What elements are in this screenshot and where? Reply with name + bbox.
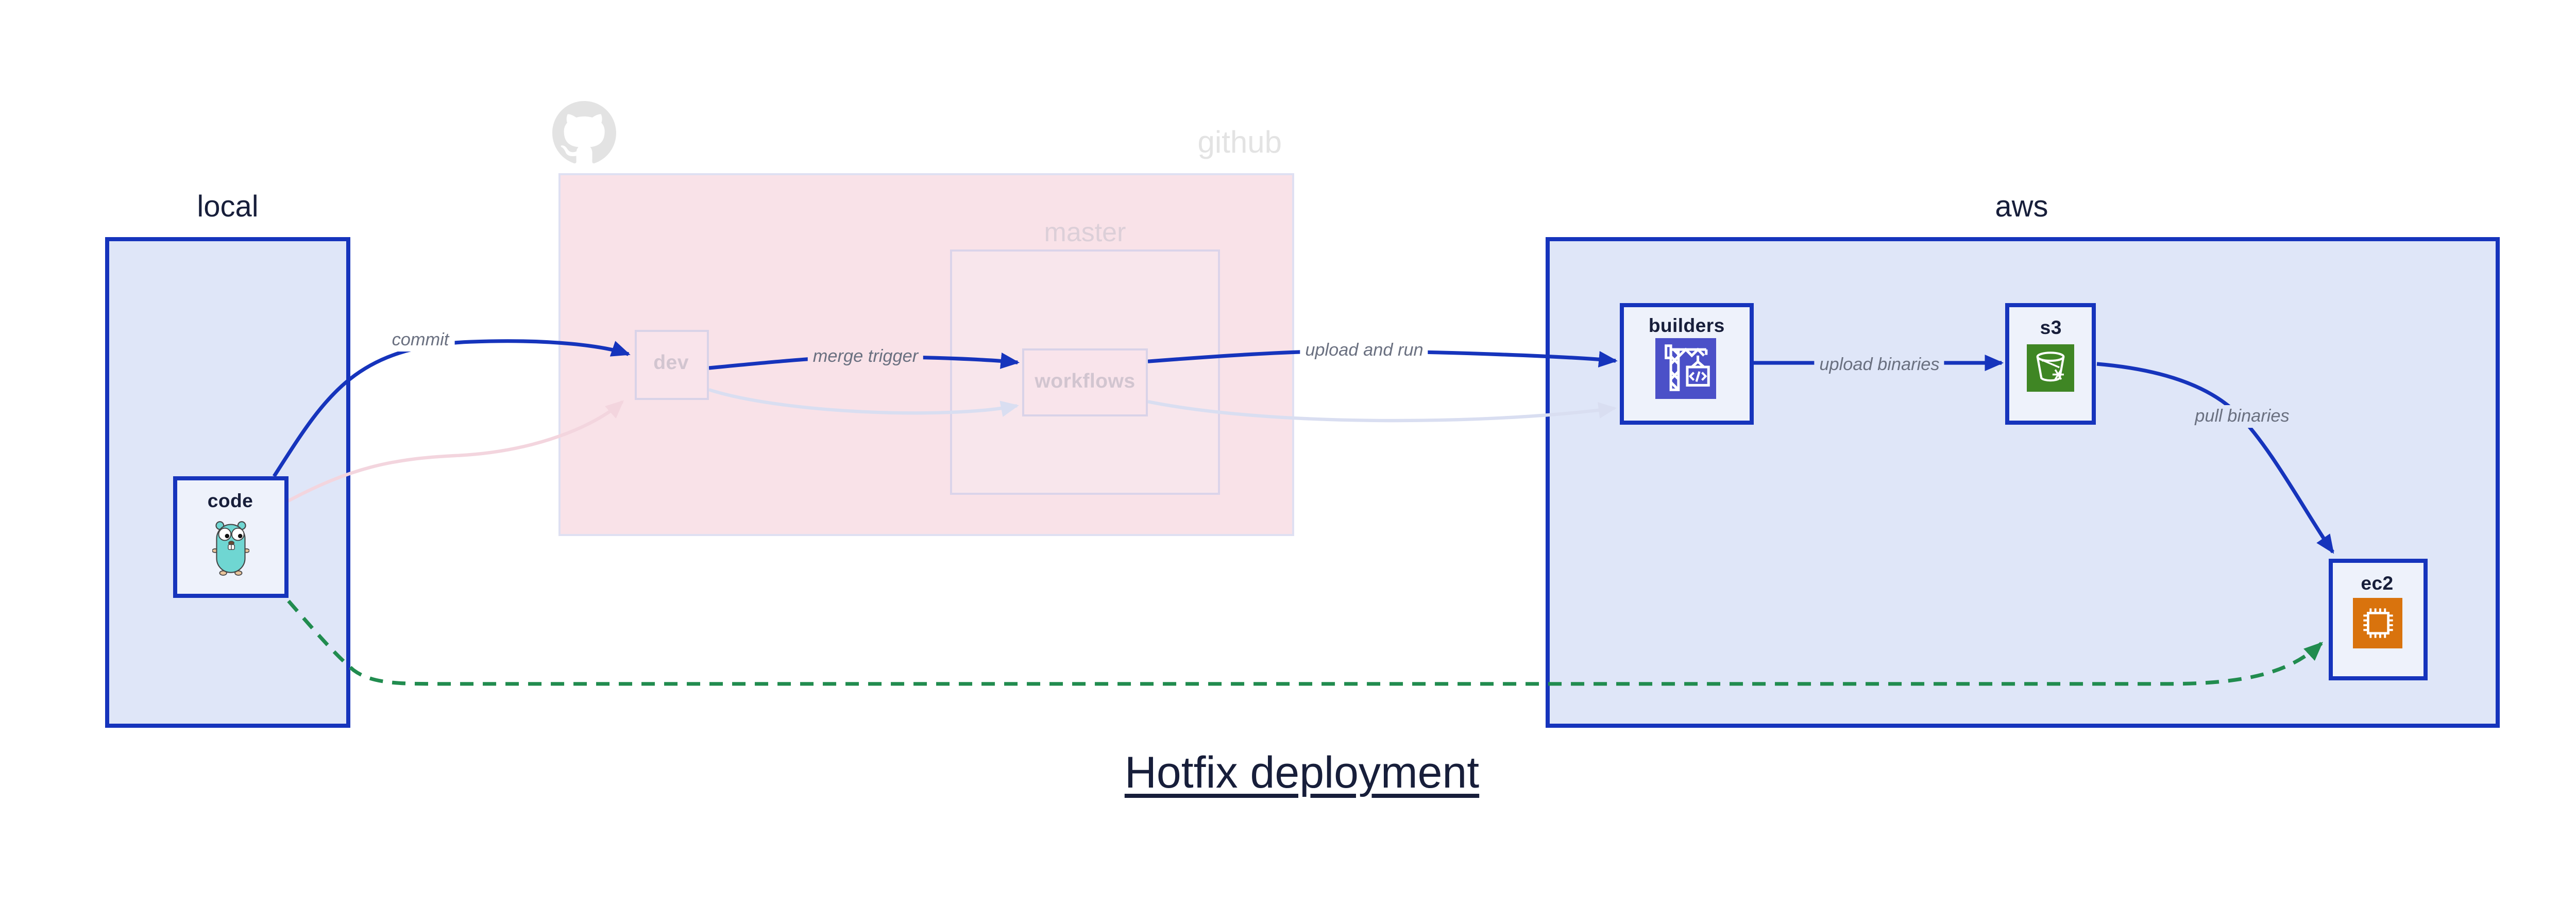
github-group-label: github [1197,126,1282,161]
go-gopher-icon [211,518,249,588]
local-group-label: local [197,192,259,225]
node-builders-label: builders [1648,316,1725,337]
edge-label-pull-binaries: pull binaries [2190,405,2295,428]
node-builders: builders [1619,303,1754,425]
node-workflows: workflows [1022,348,1148,416]
diagram-title-text: Hotfix deployment [1124,748,1480,798]
master-group-label: master [1044,216,1126,247]
octocat-icon-svg [552,101,616,163]
edge-label-upload-binaries: upload binaries [1814,354,1945,376]
octocat-icon [552,101,616,165]
node-ec2-label: ec2 [2361,573,2394,594]
node-s3-label: s3 [2040,316,2062,337]
node-workflows-label: workflows [1035,371,1136,394]
aws-group-label: aws [1995,192,2048,225]
edge-label-upload-and-run: upload and run [1300,340,1429,363]
node-ec2: ec2 [2328,559,2427,681]
node-code: code [173,477,287,599]
node-s3: s3 [2005,303,2096,425]
diagram-title: Hotfix deployment [0,748,2576,800]
node-dev-label: dev [653,353,689,376]
codebuild-crane-icon [1656,339,1717,410]
s3-glacier-bucket-icon [2027,343,2075,401]
node-dev: dev [634,330,709,399]
node-code-label: code [207,490,253,511]
ec2-chip-icon [2352,598,2402,659]
edge-label-merge-trigger: merge trigger [807,345,924,368]
edge-label-commit: commit [386,329,454,353]
